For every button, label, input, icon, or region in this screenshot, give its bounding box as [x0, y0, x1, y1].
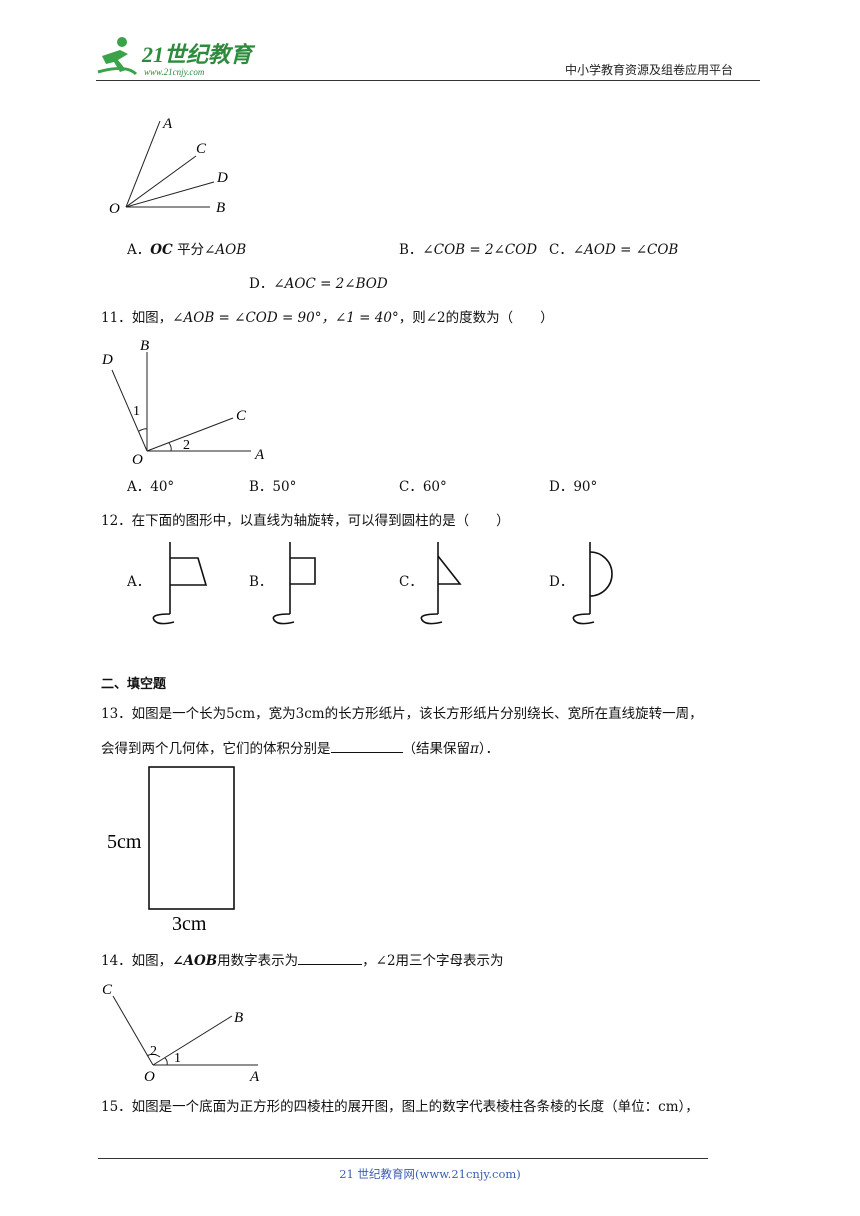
pi-symbol: π [470, 741, 479, 757]
option-label: B． [399, 242, 423, 258]
q11-figure: D B C A O 1 2 [101, 338, 265, 466]
header-platform-text: 中小学教育资源及组卷应用平台 [565, 63, 734, 77]
q12-option-c-label[interactable]: C． [399, 574, 423, 590]
option-expr: ∠AOC = 2∠BOD [273, 276, 388, 292]
q10-option-b[interactable]: B．∠COB = 2∠COD [399, 241, 537, 259]
q14-figure: C B O A 2 1 [102, 982, 260, 1085]
q12-figure-b [272, 542, 316, 625]
q11-label-c: C [236, 408, 247, 424]
q13-width-label: 3cm [172, 913, 207, 935]
footer-text[interactable]: 21 世纪教育网(www.21cnjy.com) [339, 1167, 521, 1181]
option-value: 60° [422, 479, 447, 495]
q11-option-a[interactable]: A．40° [127, 478, 174, 496]
q14-answer-blank-1[interactable] [298, 951, 363, 965]
question-text: ， [362, 953, 376, 969]
footer-divider [98, 1158, 708, 1159]
question-angle: ∠AOB [172, 953, 218, 969]
q11-label-a: A [254, 447, 265, 463]
q11-question: 11．如图，∠AOB = ∠COD = 90°，∠1 = 40°，则∠2的度数为… [101, 309, 554, 327]
q12-figure-a [152, 542, 208, 625]
question-number: 11． [101, 310, 132, 326]
question-expr: ∠AOB = ∠COD = 90°，∠1 = 40° [172, 310, 399, 326]
q12-question: 12．在下面的图形中，以直线为轴旋转，可以得到圆柱的是（ ） [101, 513, 510, 529]
q10-option-d[interactable]: D．∠AOC = 2∠BOD [249, 275, 388, 293]
option-value: 40° [150, 479, 175, 495]
question-text: ）． [478, 741, 500, 757]
option-value: 90° [573, 479, 598, 495]
option-expr: OC [150, 242, 173, 258]
q11-option-c[interactable]: C．60° [399, 478, 447, 496]
q10-option-c[interactable]: C．∠AOD = ∠COB [549, 241, 678, 259]
option-label: B． [249, 479, 273, 495]
q12-option-a-label[interactable]: A． [127, 574, 151, 590]
q13-answer-blank[interactable] [330, 739, 403, 753]
q14-angle-2: 2 [150, 1044, 157, 1059]
q14-label-b: B [234, 1010, 243, 1026]
q11-angle-2: 2 [183, 438, 190, 453]
option-angle: ∠AOB [204, 242, 247, 258]
option-expr: ∠AOD = ∠COB [572, 242, 679, 258]
site-logo: 21世纪教育 www.21cnjy.com [96, 34, 266, 80]
q10-option-a[interactable]: A．OC 平分∠AOB [127, 241, 246, 259]
q14-label-o: O [144, 1069, 155, 1085]
q13-height-label: 5cm [107, 831, 142, 853]
q13-rectangle-figure: 5cm 3cm [107, 766, 235, 935]
q12-option-d-label[interactable]: D． [549, 574, 574, 590]
q11-angle-1: 1 [133, 404, 140, 419]
q14-label-a: A [249, 1069, 260, 1085]
section-title-fill-blank: 二、填空题 [101, 677, 167, 692]
q10-label-d: D [216, 170, 228, 186]
q11-option-b[interactable]: B．50° [249, 478, 296, 496]
option-label: D． [549, 479, 574, 495]
question-text: 如图， [131, 310, 173, 326]
question-text: （结果保留 [402, 741, 471, 757]
option-label: A． [127, 242, 151, 258]
option-text: 平分 [177, 242, 205, 258]
q15-question: 15．如图是一个底面为正方形的四棱柱的展开图，图上的数字代表棱柱各条棱的长度（单… [101, 1099, 699, 1115]
q11-label-d: D [101, 352, 113, 368]
q12-option-b-label[interactable]: B． [249, 574, 273, 590]
header-divider [96, 80, 760, 81]
q14-label-c: C [102, 982, 113, 998]
q11-label-o: O [132, 452, 143, 466]
question-text: 用数字表示为 [217, 953, 299, 969]
question-text: ，则∠2的度数为（ ） [398, 310, 554, 326]
q11-option-d[interactable]: D．90° [549, 478, 597, 496]
q12-figure-c [420, 542, 462, 625]
q13-line2: 会得到两个几何体，它们的体积分别是 （结果保留π）． [101, 739, 499, 758]
logo-main-text: 21世纪教育 [141, 42, 256, 67]
option-label: C． [399, 479, 423, 495]
q10-label-b: B [216, 200, 225, 216]
q13-line1: 13．如图是一个长为5cm，宽为3cm的长方形纸片，该长方形纸片分别绕长、宽所在… [101, 706, 703, 722]
q11-label-b: B [140, 338, 149, 354]
q10-label-o: O [109, 201, 120, 217]
q14-angle-1: 1 [174, 1051, 181, 1066]
q12-figure-d [572, 542, 613, 625]
option-label: C． [549, 242, 573, 258]
option-label: A． [127, 479, 151, 495]
question-text: 会得到两个几何体，它们的体积分别是 [101, 741, 331, 757]
option-label: D． [249, 276, 274, 292]
option-value: 50° [272, 479, 297, 495]
q10-label-c: C [196, 141, 207, 157]
runner-logo-icon: 21世纪教育 www.21cnjy.com [97, 37, 256, 77]
option-expr: ∠COB = 2∠COD [422, 242, 538, 258]
q14-question: 14．如图，∠AOB用数字表示为 ，∠2用三个字母表示为 [101, 951, 504, 970]
logo-sub-text: www.21cnjy.com [144, 67, 205, 77]
q10-figure: A C D B O [109, 116, 228, 217]
q10-label-a: A [162, 116, 173, 132]
question-text: ∠2用三个字母表示为 [375, 953, 504, 969]
question-text: 14．如图， [101, 953, 173, 969]
